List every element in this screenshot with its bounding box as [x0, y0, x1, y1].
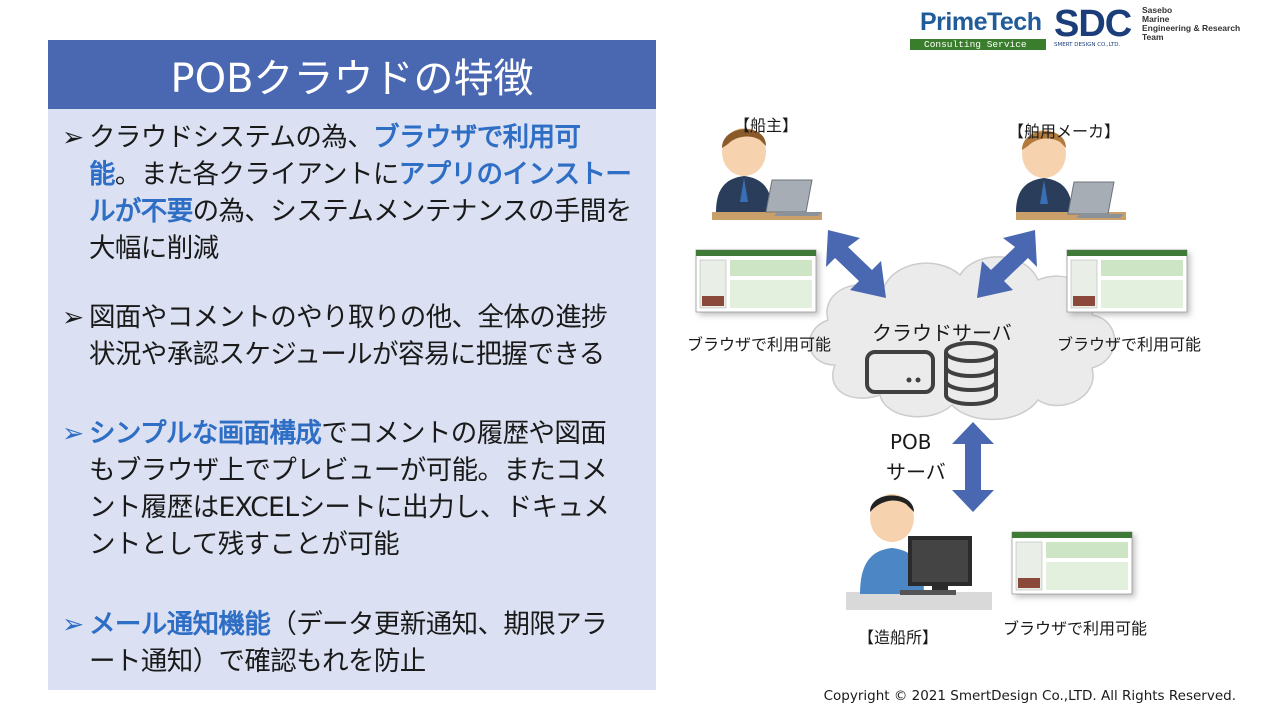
shipyard-person-illustration — [846, 494, 992, 610]
bullet-text: 図面やコメントのやり取りの他、全体の進捗状況や承認スケジュールが容易に把握できる — [89, 299, 632, 373]
maker-person-illustration — [1016, 130, 1126, 220]
slide-title: POBクラウドの特徴 — [170, 55, 534, 102]
bullet-text-segment: でコメントの履歴や図面もブラウザ上でプレビューが可能。またコメント履歴はEXCE… — [89, 418, 610, 560]
pob-server-label-line2: サーバ — [886, 460, 946, 484]
owner-person-illustration — [712, 128, 822, 220]
browser-screenshot-left — [695, 249, 817, 313]
bullet-text-segment: クラウドシステムの為、 — [89, 122, 374, 153]
arrow-maker-cloud — [977, 230, 1037, 298]
copyright-footer: Copyright © 2021 SmertDesign Co.,LTD. Al… — [823, 688, 1236, 704]
pob-server-label-line1: POB — [890, 430, 932, 454]
browser-screenshot-right — [1066, 249, 1188, 313]
cloud-server-label: クラウドサーバ — [872, 321, 1012, 345]
bullet-text-segment: 。また各クライアントに — [114, 159, 399, 190]
bullet-marker: ➢ — [62, 302, 84, 333]
bullet-highlight: メール通知機能 — [89, 609, 271, 640]
primetech-logo-subtitle: Consulting Service — [924, 39, 1027, 50]
slide-title-bar: POBクラウドの特徴 — [48, 40, 656, 109]
primetech-logo: PrimeTech Consulting Service — [910, 6, 1046, 50]
owner-label: 【船主】 — [734, 116, 799, 135]
browser-screenshot-bottom — [1011, 531, 1133, 595]
feature-bullet-2: ➢ 図面やコメントのやり取りの他、全体の進捗状況や承認スケジュールが容易に把握で… — [62, 299, 632, 373]
bullet-text-segment: の為、システムメンテナンスの手間を大幅に削減 — [89, 196, 632, 264]
shipyard-label: 【造船所】 — [858, 628, 939, 647]
sdc-logo: SDC SMERT DESIGN CO.,LTD. — [1054, 3, 1134, 50]
primetech-logo-name: PrimeTech — [920, 8, 1042, 36]
maker-label: 【舶用メーカ】 — [1008, 122, 1121, 141]
bullet-marker: ➢ — [62, 418, 84, 449]
sdc-logo-mark: SDC — [1054, 3, 1132, 45]
bullet-marker: ➢ — [62, 609, 84, 640]
team-line: Team — [1142, 32, 1164, 42]
bullet-highlight: ブラウザで利用可能 — [89, 122, 581, 190]
bullet-text: クラウドシステムの為、ブラウザで利用可能。また各クライアントにアプリのインストー… — [89, 119, 632, 267]
team-logo-text: Sasebo Marine Engineering & Research Tea… — [1142, 6, 1262, 42]
feature-bullet-3: ➢ シンプルな画面構成でコメントの履歴や図面もブラウザ上でプレビューが可能。また… — [62, 415, 632, 563]
bullet-text-segment: 図面やコメントのやり取りの他、全体の進捗状況や承認スケジュールが容易に把握できる — [89, 302, 608, 370]
team-line: Marine — [1142, 14, 1170, 24]
primetech-logo-bar — [910, 39, 1046, 50]
browser-label-bottom: ブラウザで利用可能 — [1003, 619, 1148, 638]
browser-label-right: ブラウザで利用可能 — [1057, 335, 1202, 354]
bullet-highlight: シンプルな画面構成 — [89, 418, 322, 449]
bullet-highlight: アプリのインストールが不要 — [89, 159, 632, 227]
team-line: Engineering & Research — [1142, 23, 1241, 33]
bullet-text: シンプルな画面構成でコメントの履歴や図面もブラウザ上でプレビューが可能。またコメ… — [89, 415, 632, 563]
arrow-owner-cloud — [826, 230, 886, 298]
sdc-logo-subtitle: SMERT DESIGN CO.,LTD. — [1054, 42, 1121, 48]
feature-panel: ➢ クラウドシステムの為、ブラウザで利用可能。また各クライアントにアプリのインス… — [48, 109, 656, 690]
browser-label-left: ブラウザで利用可能 — [687, 335, 832, 354]
arrow-cloud-shipyard — [952, 422, 994, 512]
feature-bullet-1: ➢ クラウドシステムの為、ブラウザで利用可能。また各クライアントにアプリのインス… — [62, 119, 632, 267]
bullet-marker: ➢ — [62, 122, 84, 153]
system-diagram: 【船主】 【舶用メーカ】 ブラウザで利用可能 ブラウザで利用可能 クラウドサーバ… — [660, 100, 1280, 660]
feature-bullet-4: ➢ メール通知機能（データ更新通知、期限アラート通知）で確認もれを防止 — [62, 606, 632, 680]
bullet-text-segment: （データ更新通知、期限アラート通知）で確認もれを防止 — [89, 609, 608, 677]
bullet-text: メール通知機能（データ更新通知、期限アラート通知）で確認もれを防止 — [89, 606, 632, 680]
server-icon — [865, 350, 935, 394]
database-icon — [944, 341, 998, 406]
team-line: Sasebo — [1142, 5, 1173, 15]
header-logos: PrimeTech Consulting Service SDC SMERT D… — [910, 3, 1262, 50]
system-diagram-graphics — [695, 128, 1188, 610]
